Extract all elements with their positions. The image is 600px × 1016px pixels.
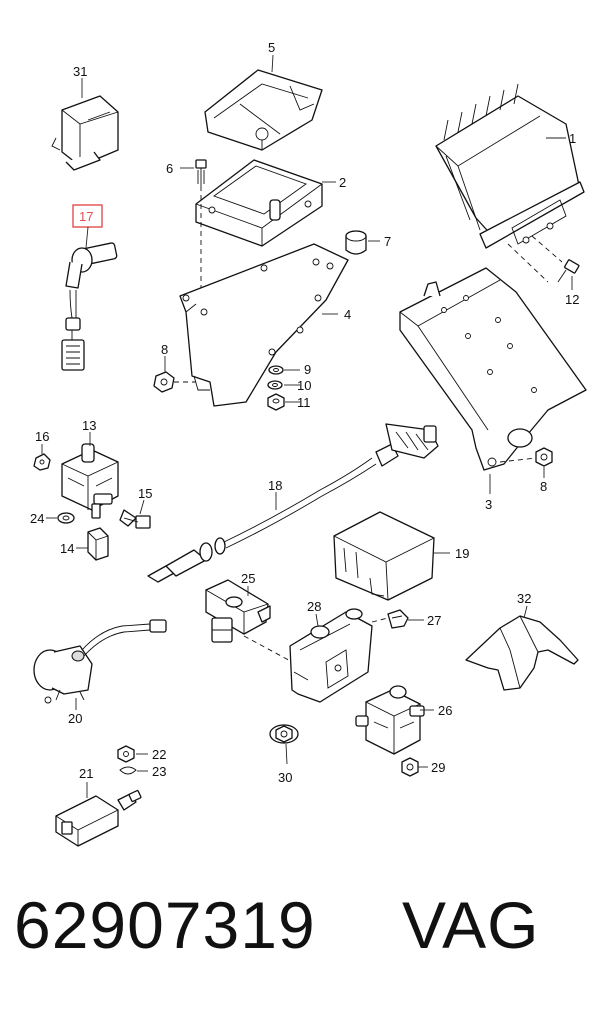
part-13-valve [61, 443, 119, 519]
callout-26: 26 [438, 703, 452, 718]
callout-4: 4 [344, 307, 351, 322]
callout-28: 28 [307, 599, 321, 614]
part-25-valve [205, 579, 271, 643]
callout-7: 7 [384, 234, 391, 249]
part-12-screw [557, 259, 580, 283]
part-28-actuator [289, 608, 373, 703]
part-24-washer [57, 512, 75, 524]
part-5-cover [204, 69, 323, 151]
callout-19: 19 [455, 546, 469, 561]
part-31-control-unit [51, 95, 119, 171]
part-29-nut [401, 757, 419, 777]
part-18-probe [147, 423, 439, 583]
part-7-cap [345, 230, 367, 255]
part-2-housing [195, 159, 323, 247]
callout-29: 29 [431, 760, 445, 775]
part-6-bolt [195, 159, 207, 186]
callout-23: 23 [152, 764, 166, 779]
part-22-nut [117, 745, 135, 763]
part-17-sensor [61, 242, 118, 371]
callout-12: 12 [565, 292, 579, 307]
part-20-vacuum-unit [33, 619, 167, 704]
callout-8a: 8 [161, 342, 168, 357]
callout-16: 16 [35, 429, 49, 444]
callout-17: 17 [79, 209, 93, 224]
callout-22: 22 [152, 747, 166, 762]
callout-17-highlight-box [72, 204, 103, 228]
callout-2: 2 [339, 175, 346, 190]
callout-5: 5 [268, 40, 275, 55]
part-23-clip [119, 766, 137, 775]
part-8-nut-left [153, 371, 175, 393]
callout-1: 1 [569, 131, 576, 146]
part-14-block [87, 527, 109, 561]
part-4-bracket [179, 243, 349, 407]
part-number-caption: 62907319 [14, 888, 316, 962]
part-9-washer [268, 365, 284, 375]
part-32-shield [465, 615, 579, 691]
callout-15: 15 [138, 486, 152, 501]
part-1-module [435, 83, 585, 249]
part-15-bolt [119, 509, 151, 529]
part-8-nut-right [535, 447, 553, 467]
part-27-clip [387, 609, 409, 629]
callout-18: 18 [268, 478, 282, 493]
callout-3: 3 [485, 497, 492, 512]
part-26-pump [355, 685, 425, 755]
part-19-module [333, 511, 435, 601]
part-10-washer [267, 380, 283, 390]
callout-21: 21 [79, 766, 93, 781]
callout-9: 9 [304, 362, 311, 377]
callout-20: 20 [68, 711, 82, 726]
callout-24: 24 [30, 511, 44, 526]
part-21-switch [55, 789, 142, 847]
part-3-bracket [399, 267, 587, 471]
brand-caption: VAG [402, 888, 540, 962]
callout-6: 6 [166, 161, 173, 176]
part-30-nut [269, 724, 299, 744]
callout-10: 10 [297, 378, 311, 393]
callout-27: 27 [427, 613, 441, 628]
part-11-nut [267, 393, 285, 411]
callout-25: 25 [241, 571, 255, 586]
callout-11: 11 [297, 395, 311, 410]
callout-31: 31 [73, 64, 87, 79]
callout-32: 32 [517, 591, 531, 606]
part-16-nut [33, 453, 51, 471]
callout-14: 14 [60, 541, 74, 556]
callout-8b: 8 [540, 479, 547, 494]
callout-30: 30 [278, 770, 292, 785]
callout-13: 13 [82, 418, 96, 433]
